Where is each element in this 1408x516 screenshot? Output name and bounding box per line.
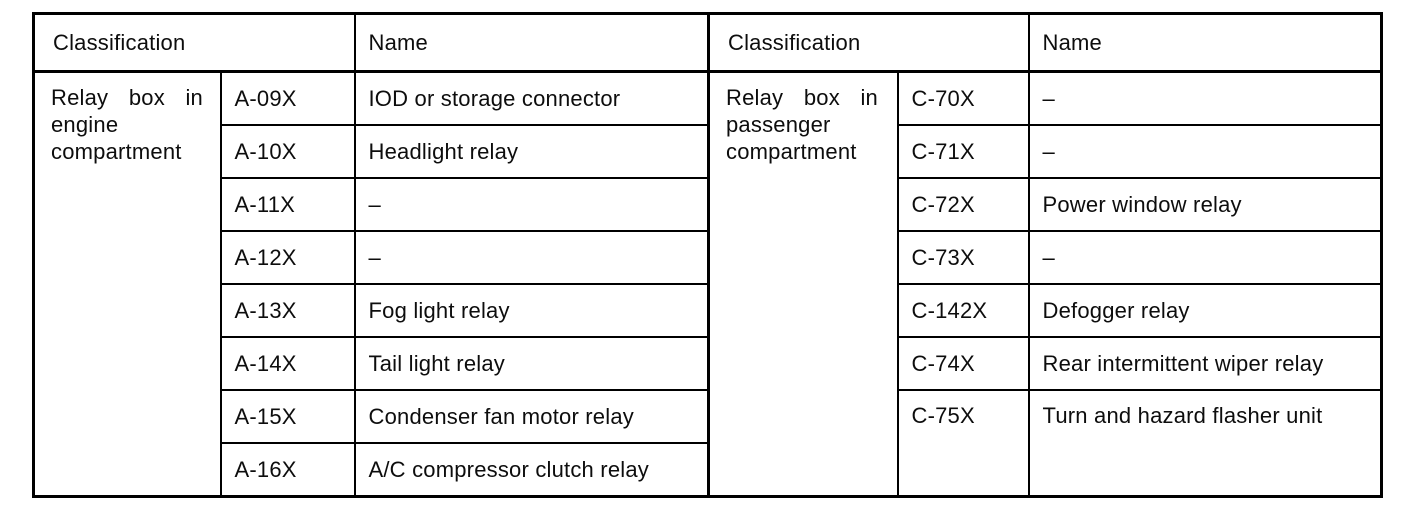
group-label-passenger: Relay box in passenger compartment bbox=[726, 85, 878, 164]
code-cell: A-13X bbox=[219, 283, 356, 338]
name-cell: – bbox=[353, 177, 710, 232]
table-row: Relay box in engine compartment A-09X IO… bbox=[32, 70, 1383, 498]
code-cell: C-74X bbox=[896, 336, 1030, 391]
code-cell: A-12X bbox=[219, 230, 356, 285]
relay-box-table: Classification Name Classification Name … bbox=[32, 12, 1383, 498]
code-cell: C-70X bbox=[896, 70, 1030, 126]
name-cell: – bbox=[1027, 70, 1383, 126]
group-label-engine: Relay box in engine compartment bbox=[51, 85, 203, 164]
header-classification-left: Classification bbox=[32, 12, 356, 73]
code-cell: A-14X bbox=[219, 336, 356, 391]
name-cell: – bbox=[1027, 230, 1383, 285]
code-cell: C-71X bbox=[896, 124, 1030, 179]
table-row: A-16X A/C compressor clutch relay bbox=[34, 442, 1382, 498]
table-row: A-15X Condenser fan motor relay C-75X Tu… bbox=[34, 389, 1383, 498]
code-cell: A-16X bbox=[219, 442, 356, 498]
header-name-left: Name bbox=[353, 12, 710, 73]
table-row: A-12X – C-73X – bbox=[34, 230, 1383, 285]
name-cell: Power window relay bbox=[1027, 177, 1383, 232]
name-cell: Condenser fan motor relay bbox=[353, 389, 710, 444]
table-row: A-14X Tail light relay C-74X Rear interm… bbox=[34, 336, 1383, 391]
header-name-right: Name bbox=[1027, 12, 1383, 73]
table-row: A-10X Headlight relay C-71X – bbox=[34, 124, 1383, 179]
name-cell: Fog light relay bbox=[353, 283, 710, 338]
name-cell: – bbox=[353, 230, 710, 285]
group-cell-engine: Relay box in engine compartment bbox=[32, 70, 222, 498]
name-cell: IOD or storage connector bbox=[353, 70, 710, 126]
group-cell-passenger: Relay box in passenger compartment bbox=[707, 70, 899, 498]
name-cell: A/C compressor clutch relay bbox=[353, 442, 710, 498]
code-cell: A-11X bbox=[219, 177, 356, 232]
table-row: A-11X – C-72X Power window relay bbox=[34, 177, 1383, 232]
name-cell: – bbox=[1027, 124, 1383, 179]
code-cell: C-72X bbox=[896, 177, 1030, 232]
code-cell: A-15X bbox=[219, 389, 356, 444]
name-cell: Defogger relay bbox=[1027, 283, 1383, 338]
code-cell: C-142X bbox=[896, 283, 1030, 338]
name-cell: Turn and hazard flasher unit bbox=[1027, 389, 1383, 498]
code-cell: C-73X bbox=[896, 230, 1030, 285]
table-header-row: Classification Name Classification Name bbox=[32, 12, 1383, 73]
code-cell: A-09X bbox=[219, 70, 356, 126]
name-cell: Rear intermittent wiper relay bbox=[1027, 336, 1383, 391]
table-row: A-13X Fog light relay C-142X Defogger re… bbox=[34, 283, 1383, 338]
code-cell: C-75X bbox=[896, 389, 1030, 498]
code-cell: A-10X bbox=[219, 124, 356, 179]
header-classification-right: Classification bbox=[707, 12, 1030, 73]
name-cell: Headlight relay bbox=[353, 124, 710, 179]
name-cell: Tail light relay bbox=[353, 336, 710, 391]
